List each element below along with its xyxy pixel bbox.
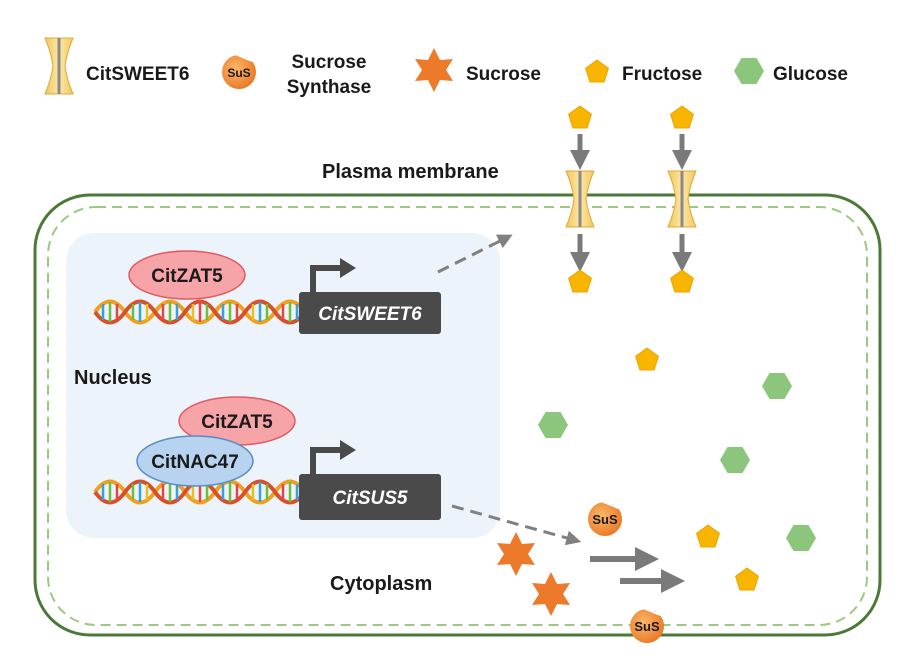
fructose-cytoplasm-1 (635, 347, 659, 371)
fructose-inside-right (670, 269, 694, 293)
legend-sucrose-label: Sucrose (466, 64, 541, 85)
sucrose-legend-icon (415, 48, 453, 92)
fructose-cytoplasm-2 (696, 524, 720, 548)
citsweet6-gene-box (299, 292, 441, 334)
expression-arrow-sus5 (451, 504, 582, 546)
plasma-membrane (47, 206, 868, 626)
sucrose-cytoplasm-2 (532, 572, 570, 616)
expression-arrow-sweet6 (437, 234, 513, 274)
sweet-transport-left (565, 105, 595, 293)
glucose-cytoplasm-2 (538, 412, 568, 438)
fructose-outside-left (568, 105, 592, 129)
glucose-cytoplasm-4 (786, 525, 816, 551)
sus-lower-label: SuS (634, 619, 660, 634)
promoter-arrow-upper (310, 265, 344, 292)
nucleus-label: Nucleus (74, 367, 152, 389)
legend-sucrose-synthase-line2: Synthase (287, 77, 371, 98)
citzat5-upper-label: CitZAT5 (151, 266, 223, 287)
fructose-legend-icon (585, 59, 609, 83)
legend-glucose-label: Glucose (773, 64, 848, 85)
fructose-inside-left (568, 269, 592, 293)
fructose-outside-right (670, 105, 694, 129)
sucrose-cytoplasm-1 (497, 532, 535, 576)
citzat5-lower-label: CitZAT5 (201, 412, 273, 433)
citsus5-gene-label: CitSUS5 (333, 488, 408, 509)
citsweet6-transporter-left (565, 170, 595, 228)
citsweet6-transporter-right (667, 170, 697, 228)
cytoplasm-label: Cytoplasm (330, 573, 432, 595)
legend-fructose-label: Fructose (622, 64, 702, 85)
citsweet6-gene-label: CitSWEET6 (318, 304, 422, 325)
legend-sus-badge: SuS (227, 66, 250, 80)
fructose-cytoplasm-3 (735, 567, 759, 591)
glucose-legend-icon (734, 58, 764, 84)
legend: CitSWEET6 SuS Sucrose Synthase Sucrose F… (44, 37, 848, 98)
citnac47-label: CitNAC47 (151, 452, 239, 473)
cell-wall (33, 193, 882, 637)
sweet-transport-right (667, 105, 697, 293)
citzat5-upper (128, 250, 246, 300)
legend-sucrose-synthase-line1: Sucrose (292, 52, 367, 73)
citsweet6-legend-icon (44, 37, 74, 95)
glucose-cytoplasm-1 (762, 373, 792, 399)
citsus5-gene-box (299, 474, 441, 520)
sus-upper-label: SuS (592, 512, 618, 527)
legend-citsweet6-label: CitSWEET6 (86, 64, 189, 85)
glucose-cytoplasm-3 (720, 447, 750, 473)
citnac47 (136, 435, 254, 487)
promoter-arrow-lower (310, 447, 344, 474)
plasma-membrane-label: Plasma membrane (322, 161, 499, 183)
